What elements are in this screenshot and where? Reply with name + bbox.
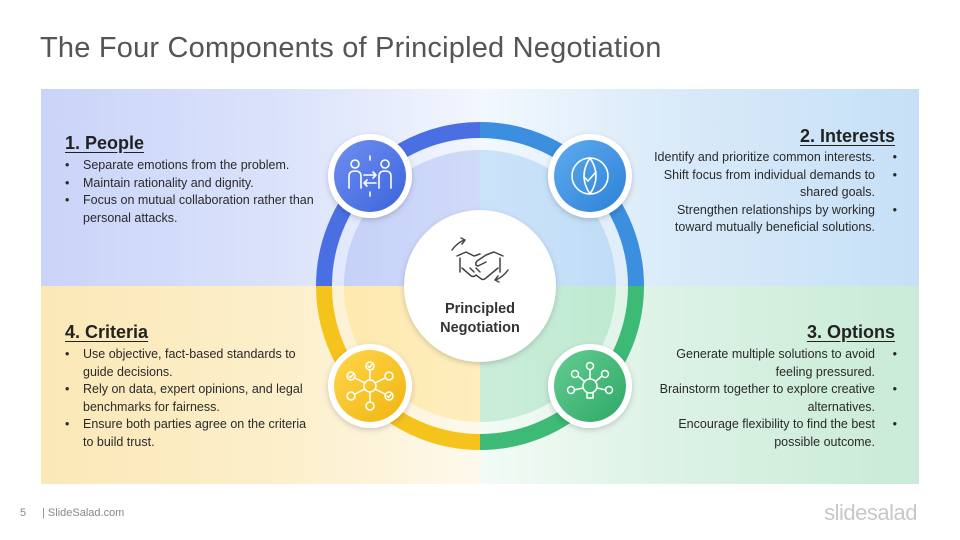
options-bullet: Generate multiple solutions to avoid fee…: [647, 346, 897, 381]
criteria-bullets: Use objective, fact-based standards to g…: [65, 346, 315, 452]
slidesalad-logo: slidesalad: [824, 500, 917, 525]
interests-bullet: Identify and prioritize common interests…: [647, 149, 897, 167]
people-bullets: Separate emotions from the problem. Main…: [65, 157, 315, 227]
people-title: 1. People: [65, 133, 145, 153]
options-bullet: Brainstorm together to explore creative …: [647, 381, 897, 416]
overlapping-circles-icon: [548, 134, 632, 218]
options-glyph: [566, 361, 614, 399]
interests-glyph: [571, 157, 609, 195]
options-bullet: Encourage flexibility to find the best p…: [647, 416, 897, 451]
interests-bullet: Strengthen relationships by working towa…: [647, 202, 897, 237]
lightbulb-network-icon: [548, 344, 632, 428]
center-circle: [404, 210, 556, 362]
options-bullets: Generate multiple solutions to avoid fee…: [647, 346, 897, 452]
people-bullet: Maintain rationality and dignity.: [65, 175, 315, 193]
people-icon: [328, 134, 412, 218]
center-label-line2: Negotiation: [440, 320, 520, 336]
people-bullet: Focus on mutual collaboration rather tha…: [65, 192, 315, 227]
criteria-title: 4. Criteria: [65, 322, 149, 342]
page-number: 5: [20, 507, 27, 519]
criteria-bullet: Use objective, fact-based standards to g…: [65, 346, 315, 381]
footer-site: | SlideSalad.com: [42, 507, 125, 519]
interests-bullets: Identify and prioritize common interests…: [647, 149, 897, 237]
slide-title: The Four Components of Principled Negoti…: [40, 32, 662, 64]
people-bullet: Separate emotions from the problem.: [65, 157, 315, 175]
center-label: Principled Negotiation: [420, 300, 540, 338]
interests-title: 2. Interests: [799, 126, 895, 146]
interests-bullet: Shift focus from individual demands to s…: [647, 167, 897, 202]
criteria-glyph: [346, 361, 394, 411]
options-title: 3. Options: [806, 322, 895, 342]
people-exchange-glyph: [348, 155, 392, 197]
criteria-bullet: Rely on data, expert opinions, and legal…: [65, 381, 315, 416]
handshake-icon: [451, 237, 509, 283]
center-label-line1: Principled: [444, 301, 516, 317]
criteria-bullet: Ensure both parties agree on the criteri…: [65, 416, 315, 451]
checklist-network-icon: [328, 344, 412, 428]
